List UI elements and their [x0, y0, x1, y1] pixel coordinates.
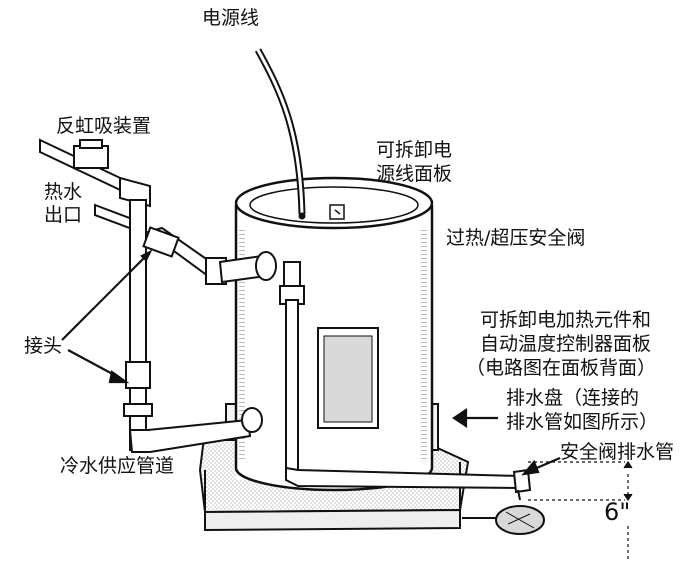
label-anti-siphon: 反虹吸装置 — [56, 115, 152, 137]
label-fitting: 接头 — [24, 335, 63, 357]
dimension-marker — [528, 460, 633, 560]
label-dimension: 6" — [604, 498, 631, 526]
label-cord-panel-1: 可拆卸电 — [376, 139, 453, 161]
element-access-panel — [317, 327, 379, 429]
label-element-panel-1: 可拆卸电加热元件和 — [480, 309, 652, 331]
label-power-cord: 电源线 — [202, 7, 260, 29]
label-relief-valve: 过热/超压安全阀 — [446, 227, 586, 249]
label-drain-pan-2: 排水管如图所示） — [506, 411, 659, 433]
power-cord — [254, 48, 306, 220]
label-element-panel-2: 自动温度控制器面板 — [480, 333, 652, 355]
cold-water-pipe — [128, 407, 263, 453]
relief-valve-assembly — [279, 261, 532, 501]
label-relief-drain-pipe: 安全阀排水管 — [560, 441, 675, 463]
fitting-arrow-upper — [61, 251, 151, 341]
floor-drain — [462, 505, 545, 535]
anti-siphon-assembly — [39, 138, 151, 234]
hot-water-pipe — [123, 199, 277, 451]
label-hot-water-outlet-2: 出口 — [44, 204, 83, 226]
leader-arrows — [61, 249, 561, 476]
cord-panel — [329, 204, 345, 220]
label-element-panel-3: （电路图在面板背面） — [466, 357, 657, 379]
label-hot-water-outlet-1: 热水 — [44, 181, 83, 203]
label-cord-panel-2: 源线面板 — [376, 163, 453, 185]
label-cold-water-supply: 冷水供应管道 — [60, 455, 175, 477]
label-drain-pan-1: 排水盘（连接的 — [506, 387, 640, 409]
